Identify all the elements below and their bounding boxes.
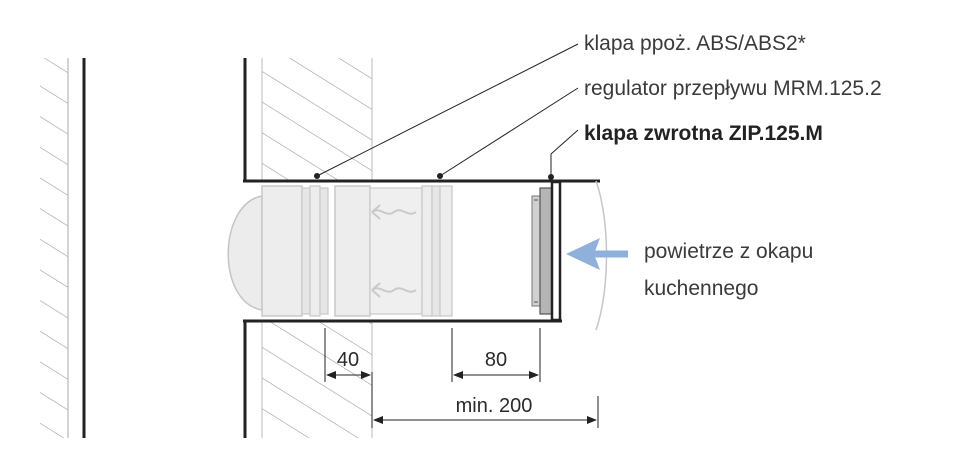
dimension-80-value: 80 (485, 349, 507, 371)
dimension-80 (451, 328, 541, 382)
label-fire-damper: klapa ppoż. ABS/ABS2* (584, 32, 806, 55)
dimension-40 (324, 328, 373, 428)
duct (262, 179, 600, 323)
wall-section (243, 58, 373, 438)
label-airflow-line1: powietrze z okapu (644, 240, 813, 263)
fire-damper (261, 185, 329, 317)
flow-regulator (334, 185, 453, 317)
dimension-min-200-value: min. 200 (456, 395, 533, 417)
left-wall (40, 58, 86, 438)
label-airflow-line2: kuchennego (644, 277, 758, 300)
dimension-min-200 (373, 396, 599, 428)
label-flow-regulator: regulator przepływu MRM.125.2 (584, 77, 882, 100)
damper-blade (227, 195, 263, 311)
airflow-arrow-icon (566, 238, 628, 270)
dimension-40-value: 40 (337, 349, 359, 371)
check-valve (531, 180, 562, 322)
label-check-valve: klapa zwrotna ZIP.125.M (584, 122, 823, 145)
leader-lines (314, 43, 579, 180)
airflow-wave-icon (371, 204, 417, 298)
